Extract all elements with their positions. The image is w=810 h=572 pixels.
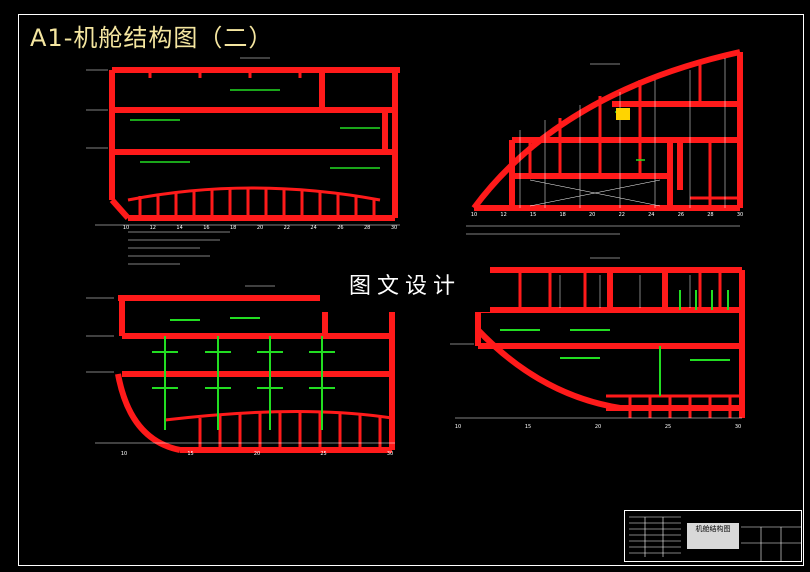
frame-number-label: 20 [257, 225, 263, 231]
frame-number-label: 20 [254, 451, 260, 457]
title-block: 机舱结构图 [624, 510, 802, 562]
frame-number-label: 30 [387, 451, 393, 457]
frame-number-label: 15 [525, 424, 531, 430]
frame-number-label: 10 [455, 424, 461, 430]
frame-number-label: 30 [735, 424, 741, 430]
frame-number-label: 28 [364, 225, 370, 231]
drawing-name: 机舱结构图 [687, 523, 739, 549]
frame-number-label: 30 [391, 225, 397, 231]
frame-number-label: 15 [187, 451, 193, 457]
sheet-border [18, 14, 804, 566]
drawing-title: A1-机舱结构图（二） [30, 24, 274, 52]
frame-number-label: 26 [337, 225, 343, 231]
frame-number-label: 25 [665, 424, 671, 430]
view-section-top-right: 10 12 15 18 20 22 24 26 28 30 [466, 49, 743, 235]
frame-number-label: 20 [595, 424, 601, 430]
frame-number-label: 10 [123, 225, 129, 231]
frame-number-label: 15 [530, 212, 536, 218]
frame-number-label: 24 [310, 225, 316, 231]
frame-number-label: 10 [121, 451, 127, 457]
frame-number-label: 14 [176, 225, 182, 231]
frame-number-label: 22 [619, 212, 625, 218]
view-section-bottom-right: 10 15 20 25 30 [450, 257, 745, 430]
frame-number-label: 22 [284, 225, 290, 231]
frame-number-label: 10 [471, 212, 477, 218]
frame-number-label: 30 [737, 212, 743, 218]
frame-number-label: 20 [589, 212, 595, 218]
frame-number-label: 12 [150, 225, 156, 231]
frame-number-label: 18 [230, 225, 236, 231]
frame-number-label: 28 [707, 212, 713, 218]
frame-number-label: 26 [678, 212, 684, 218]
frame-number-label: 18 [560, 212, 566, 218]
title-block-right-grid [741, 526, 801, 561]
view-elevation-top-left: 10 12 14 16 18 20 22 24 26 28 30 [86, 57, 400, 265]
title-block-grid [629, 516, 681, 557]
frame-number-label: 12 [500, 212, 506, 218]
frame-number-label: 24 [648, 212, 654, 218]
watermark-label: 图文设计 [320, 262, 490, 312]
frame-number-label: 25 [320, 451, 326, 457]
frame-number-label: 16 [203, 225, 209, 231]
